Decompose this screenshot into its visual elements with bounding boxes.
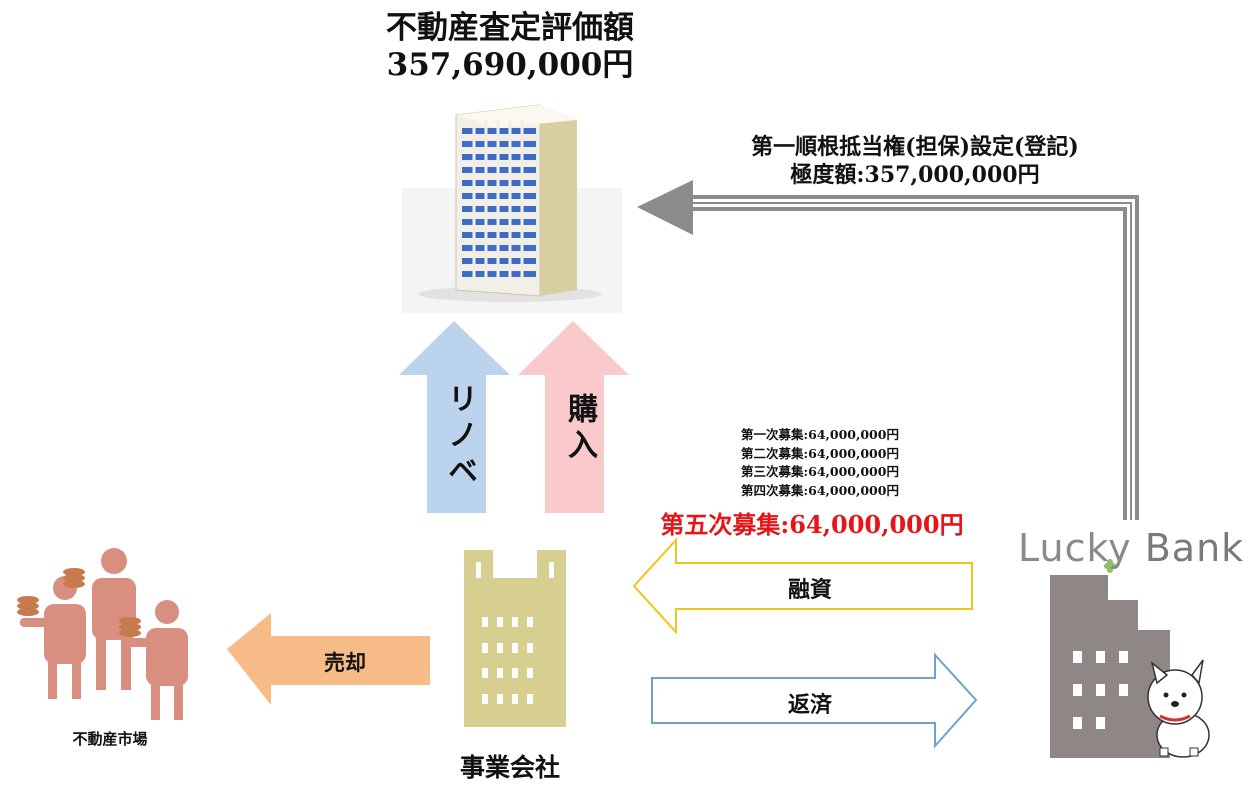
mortgage-arrow	[637, 180, 1139, 520]
past-rounds-list: 第一次募集:64,000,000円 第二次募集:64,000,000円 第三次募…	[690, 426, 950, 500]
renovation-arrow	[399, 321, 510, 513]
property-title: 不動産査定評価額	[386, 10, 634, 46]
mortgage-line2: 極度額:357,000,000円	[790, 162, 1040, 188]
mortgage-label: 第一順根抵当権(担保)設定(登記) 極度額:357,000,000円	[690, 133, 1140, 189]
logo-word-lucky: Lucky	[1018, 526, 1132, 570]
lucky-bank-logo: Lucky Bank	[1018, 526, 1244, 570]
bank-building-icon	[1050, 575, 1170, 758]
sale-label: 売却	[324, 650, 366, 675]
repayment-label: 返済	[787, 692, 832, 718]
purchase-arrow	[518, 321, 629, 513]
logo-word-bank: Bank	[1144, 526, 1245, 570]
past-round-item: 第一次募集:64,000,000円	[741, 427, 899, 442]
past-round-item: 第四次募集:64,000,000円	[741, 482, 899, 498]
company-label: 事業会社	[459, 753, 560, 782]
apartment-building-icon	[402, 104, 622, 313]
renovation-label: リノベ	[442, 383, 477, 491]
financing-label: 融資	[787, 577, 832, 603]
past-round-item: 第二次募集:64,000,000円	[741, 445, 899, 461]
past-round-item: 第三次募集:64,000,000円	[741, 464, 899, 479]
dog-mascot-icon	[1147, 659, 1210, 758]
sale-arrow	[227, 613, 430, 705]
property-valuation: 不動産査定評価額 357,690,000円	[330, 10, 690, 84]
people-with-coins-icon	[17, 548, 188, 720]
financing-arrow	[632, 537, 973, 635]
company-building-icon	[464, 550, 566, 727]
market-label: 不動産市場	[72, 730, 148, 748]
current-round-label: 第五次募集:64,000,000円	[660, 510, 964, 539]
clover-icon	[1104, 559, 1116, 573]
repayment-arrow	[651, 652, 978, 749]
purchase-label: 購入	[562, 393, 597, 465]
mortgage-line1: 第一順根抵当権(担保)設定(登記)	[751, 134, 1079, 160]
property-value: 357,690,000円	[386, 47, 634, 83]
